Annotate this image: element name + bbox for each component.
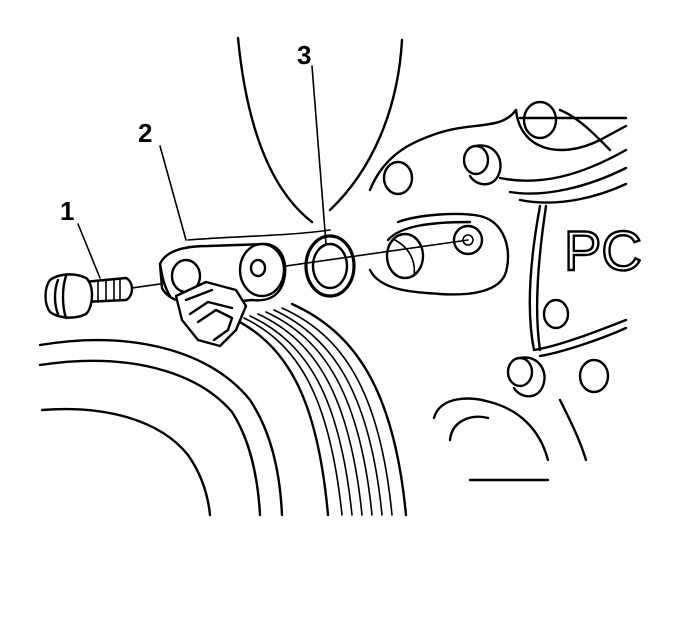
- crankshaft-position-sensor: [158, 242, 287, 348]
- sensor-mounting-boss: [368, 212, 510, 296]
- engine-marking-text: PC: [564, 219, 642, 282]
- leader-line-3: [311, 65, 327, 245]
- leader-lines: [77, 65, 327, 279]
- callout-label-3: 3: [297, 40, 312, 70]
- o-ring: [304, 234, 356, 298]
- crankshaft-balancer: [38, 302, 408, 517]
- callout-label-2: 2: [138, 118, 153, 148]
- leader-line-2: [159, 145, 187, 241]
- engine-cover-outline: [187, 36, 404, 241]
- bolt: [44, 273, 134, 320]
- leader-line-1: [77, 223, 101, 279]
- engine-marking: PC: [563, 218, 643, 283]
- engine-block: [368, 100, 628, 482]
- callout-label-1: 1: [60, 196, 75, 226]
